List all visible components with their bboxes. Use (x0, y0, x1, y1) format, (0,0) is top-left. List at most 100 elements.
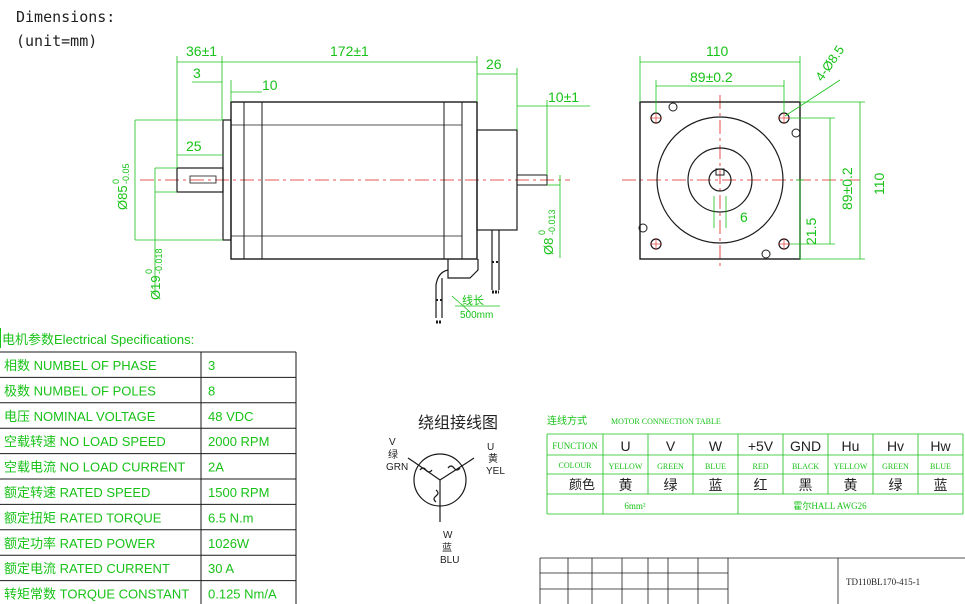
shaft-key (189, 175, 217, 184)
model-number: TD110BL170-415-1 (846, 577, 920, 587)
dim-172: 172±1 (330, 43, 369, 59)
spec-row-value: 2A (208, 460, 224, 475)
spec-row-value: 3 (208, 358, 215, 373)
winding-w-label: W (443, 530, 453, 541)
pilot-circle (656, 116, 784, 244)
conn-function: Hw (930, 438, 951, 454)
conn-function-label: FUNCTION (552, 441, 598, 451)
connection-title-en: MOTOR CONNECTION TABLE (611, 417, 721, 426)
conn-colour-cn: 黄 (619, 477, 633, 494)
dim-holes: 4-Ø8.5 (812, 43, 847, 84)
conn-colour: GREEN (882, 462, 909, 471)
conn-colour: BLUE (930, 462, 951, 471)
conn-function: GND (790, 438, 821, 454)
conn-colour-cn: 蓝 (934, 478, 948, 494)
spec-row-value: 1500 RPM (208, 485, 269, 500)
spec-row-label: 相数 NUMBEL OF PHASE (4, 358, 157, 373)
dim-3: 3 (193, 65, 201, 81)
boss-circle (687, 147, 753, 213)
spec-row-label: 空载电流 NO LOAD CURRENT (4, 460, 185, 475)
conn-function: +5V (748, 438, 774, 454)
connection-title: 连线方式 (547, 414, 587, 427)
spec-row-label: 额定扭矩 RATED TORQUE (4, 510, 162, 525)
header-dimensions: Dimensions: (16, 8, 115, 26)
dim-36: 36±1 (186, 43, 217, 59)
spec-row-value: 2000 RPM (208, 434, 269, 449)
conn-function: V (666, 438, 676, 454)
dim-21: 21.5 (803, 218, 819, 245)
header-unit: (unit=mm) (16, 32, 97, 50)
winding-w-en: BLU (440, 555, 459, 566)
spec-row-label: 额定功率 RATED POWER (4, 536, 155, 551)
dim-89-side: 89±0.2 (839, 167, 855, 210)
spec-row-label: 空载转速 NO LOAD SPEED (4, 434, 166, 449)
conn-colour: YELLOW (834, 462, 868, 471)
svg-text:0: 0 (144, 269, 154, 274)
winding-v-cn: 绿 (388, 448, 398, 461)
conn-function: Hu (842, 438, 860, 454)
side-view: 36±1 172±1 26 3 10 10±1 25 Ø85 0 -0.05 Ø… (111, 43, 590, 324)
winding-u-label: U (487, 442, 494, 453)
spec-row-label: 额定转速 RATED SPEED (4, 485, 150, 500)
dim-110-side: 110 (871, 172, 887, 195)
dim-110-top: 110 (706, 43, 729, 59)
conn-wire-size: 6mm² (624, 501, 646, 511)
dim-25: 25 (186, 138, 202, 154)
dim-8: Ø8 (541, 238, 556, 255)
svg-text:-0.05: -0.05 (121, 163, 131, 184)
spec-row-value: 1026W (208, 536, 250, 551)
conn-function: W (709, 438, 723, 454)
specs-heading: 电机参数Electrical Specifications: (2, 332, 194, 347)
winding-diagram: 绕组接线图 V 绿 GRN U 黄 YEL W 蓝 BLU (386, 414, 505, 566)
winding-v-en: GRN (386, 462, 408, 473)
conn-hall-note: 霍尔HALL AWG26 (793, 500, 867, 511)
dim-10: 10 (262, 77, 278, 93)
conn-colour: RED (753, 462, 769, 471)
conn-colour-cn: 蓝 (709, 478, 723, 494)
dim-26: 26 (486, 56, 502, 72)
spec-row-label: 转矩常数 TORQUE CONSTANT (4, 587, 189, 602)
rear-shaft (516, 174, 548, 186)
winding-w-cn: 蓝 (442, 542, 452, 554)
conn-function: Hv (887, 438, 904, 454)
spec-row-value: 30 A (208, 561, 234, 576)
conn-colour-cn: 红 (754, 478, 768, 494)
motor-body (230, 101, 478, 260)
lead-label: 线长 (462, 293, 484, 307)
conn-colour: BLACK (792, 462, 819, 471)
winding-title: 绕组接线图 (418, 414, 498, 432)
conn-colour-cn: 黑 (799, 479, 813, 494)
dim-6: 6 (740, 209, 748, 225)
winding-u-en: YEL (486, 466, 505, 477)
spec-row-label: 极数 NUMBEL OF POLES (4, 383, 156, 398)
dim-10pm1: 10±1 (548, 89, 579, 105)
svg-text:-0.013: -0.013 (547, 209, 557, 235)
conn-colour-label: COLOUR (559, 461, 593, 470)
spec-row-label: 电压 NOMINAL VOLTAGE (4, 409, 156, 424)
winding-u-cn: 黄 (488, 452, 498, 465)
svg-text:-0.018: -0.018 (154, 248, 164, 274)
conn-colour: BLUE (705, 462, 726, 471)
dim-85: Ø85 (115, 185, 130, 210)
specs-table: 相数 NUMBEL OF PHASE 3 极数 NUMBEL OF POLES 8 电压… (0, 351, 297, 604)
svg-text:0: 0 (111, 179, 121, 184)
spec-row-value: 48 VDC (208, 409, 254, 424)
conn-colour-cn: 绿 (889, 478, 903, 494)
conn-colour-cn: 黄 (844, 477, 858, 494)
conn-colour-cn: 绿 (664, 478, 678, 494)
spec-row-value: 8 (208, 383, 215, 398)
spec-row-value: 0.125 Nm/A (208, 587, 277, 602)
title-block (539, 557, 965, 604)
conn-function: U (620, 438, 630, 454)
dim-19: Ø19 (148, 275, 163, 300)
spec-row-value: 6.5 N.m (208, 510, 254, 525)
conn-color-cn-label: 颜色 (569, 477, 595, 492)
winding-v-label: V (389, 437, 396, 448)
dim-89-top: 89±0.2 (690, 69, 733, 85)
conn-colour: GREEN (657, 462, 684, 471)
conn-colour: YELLOW (609, 462, 643, 471)
spec-row-label: 额定电流 RATED CURRENT (4, 561, 170, 576)
front-view: 110 89±0.2 4-Ø8.5 89±0.2 110 21.5 6 (622, 43, 887, 270)
